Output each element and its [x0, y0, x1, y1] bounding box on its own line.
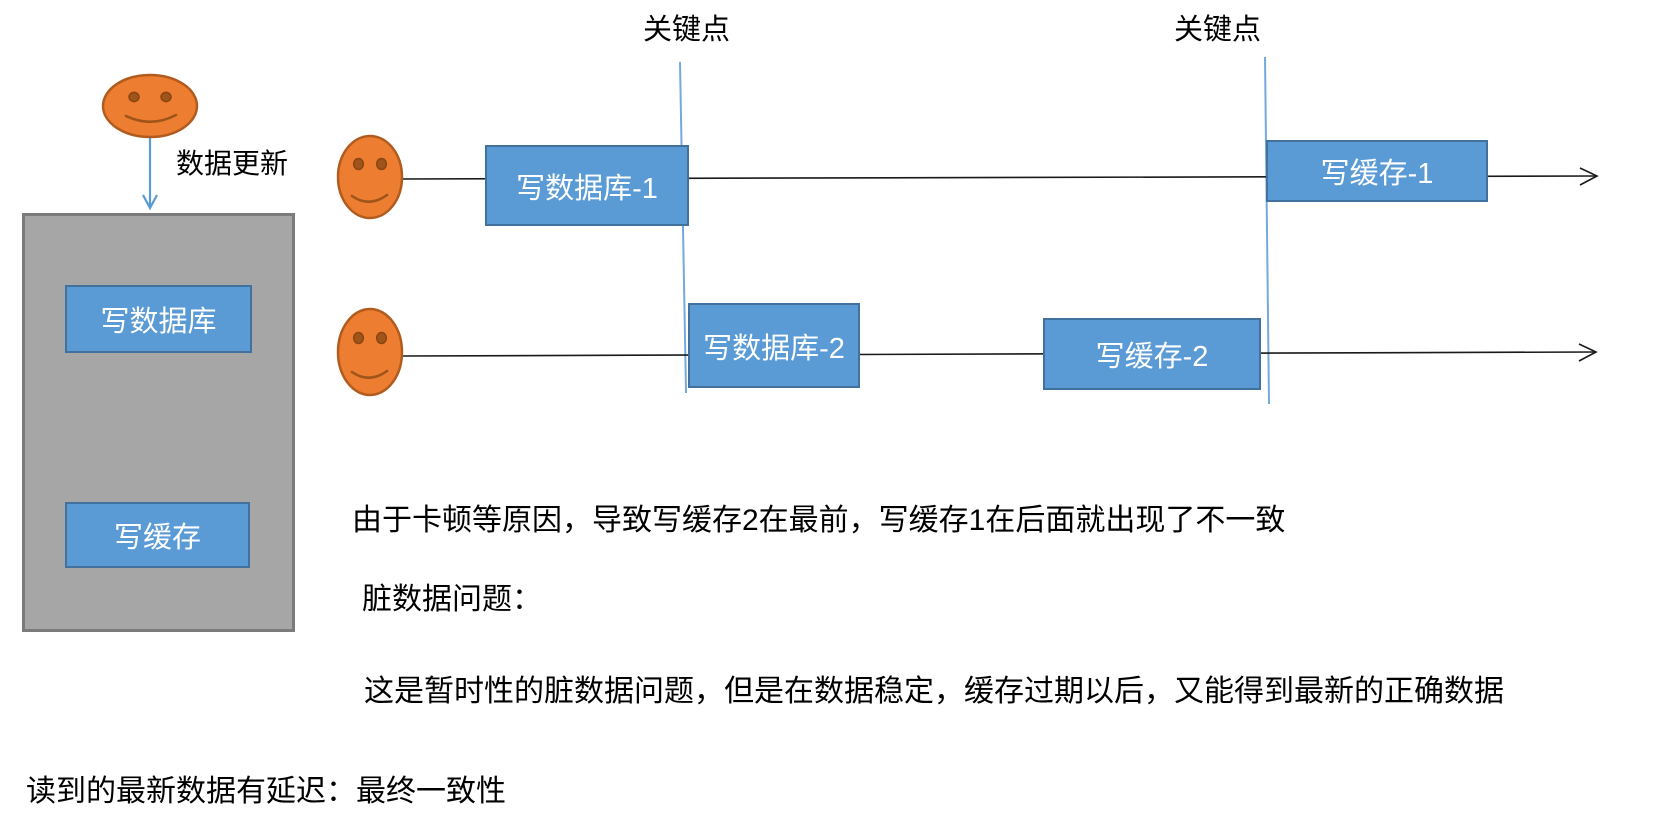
system-write-db-box: 写数据库 [65, 285, 252, 353]
note-temporary-dirty-data: 这是暂时性的脏数据问题，但是在数据稳定，缓存过期以后，又能得到最新的正确数据 [364, 675, 1504, 708]
timeline-2-arrow [402, 343, 1598, 362]
system-box [22, 213, 295, 632]
note-dirty-data-title: 脏数据问题： [362, 583, 542, 616]
update-label: 数据更新 [176, 148, 289, 179]
note-inconsistency: 由于卡顿等原因，导致写缓存2在最前，写缓存1在后面就出现了不一致 [352, 504, 1286, 537]
key-point-line-2 [1264, 56, 1270, 405]
key-point-label-1: 关键点 [643, 14, 731, 46]
timeline-2-write-db-box: 写数据库-2 [688, 303, 860, 388]
timeline-1-smiley-face-icon [336, 134, 404, 220]
timeline-2-smiley-face-icon [336, 307, 404, 397]
note-eventual-consistency: 读到的最新数据有延迟：最终一致性 [26, 775, 506, 808]
system-write-cache-box: 写缓存 [65, 502, 250, 568]
timeline-1-write-cache-box: 写缓存-1 [1266, 140, 1488, 202]
updater-smiley-face-icon [101, 73, 199, 139]
key-point-label-2: 关键点 [1174, 14, 1262, 46]
key-point-line-1 [679, 61, 687, 394]
update-arrow-icon [142, 138, 158, 211]
timeline-1-write-db-box: 写数据库-1 [485, 145, 689, 226]
timeline-2-write-cache-box: 写缓存-2 [1043, 318, 1261, 390]
